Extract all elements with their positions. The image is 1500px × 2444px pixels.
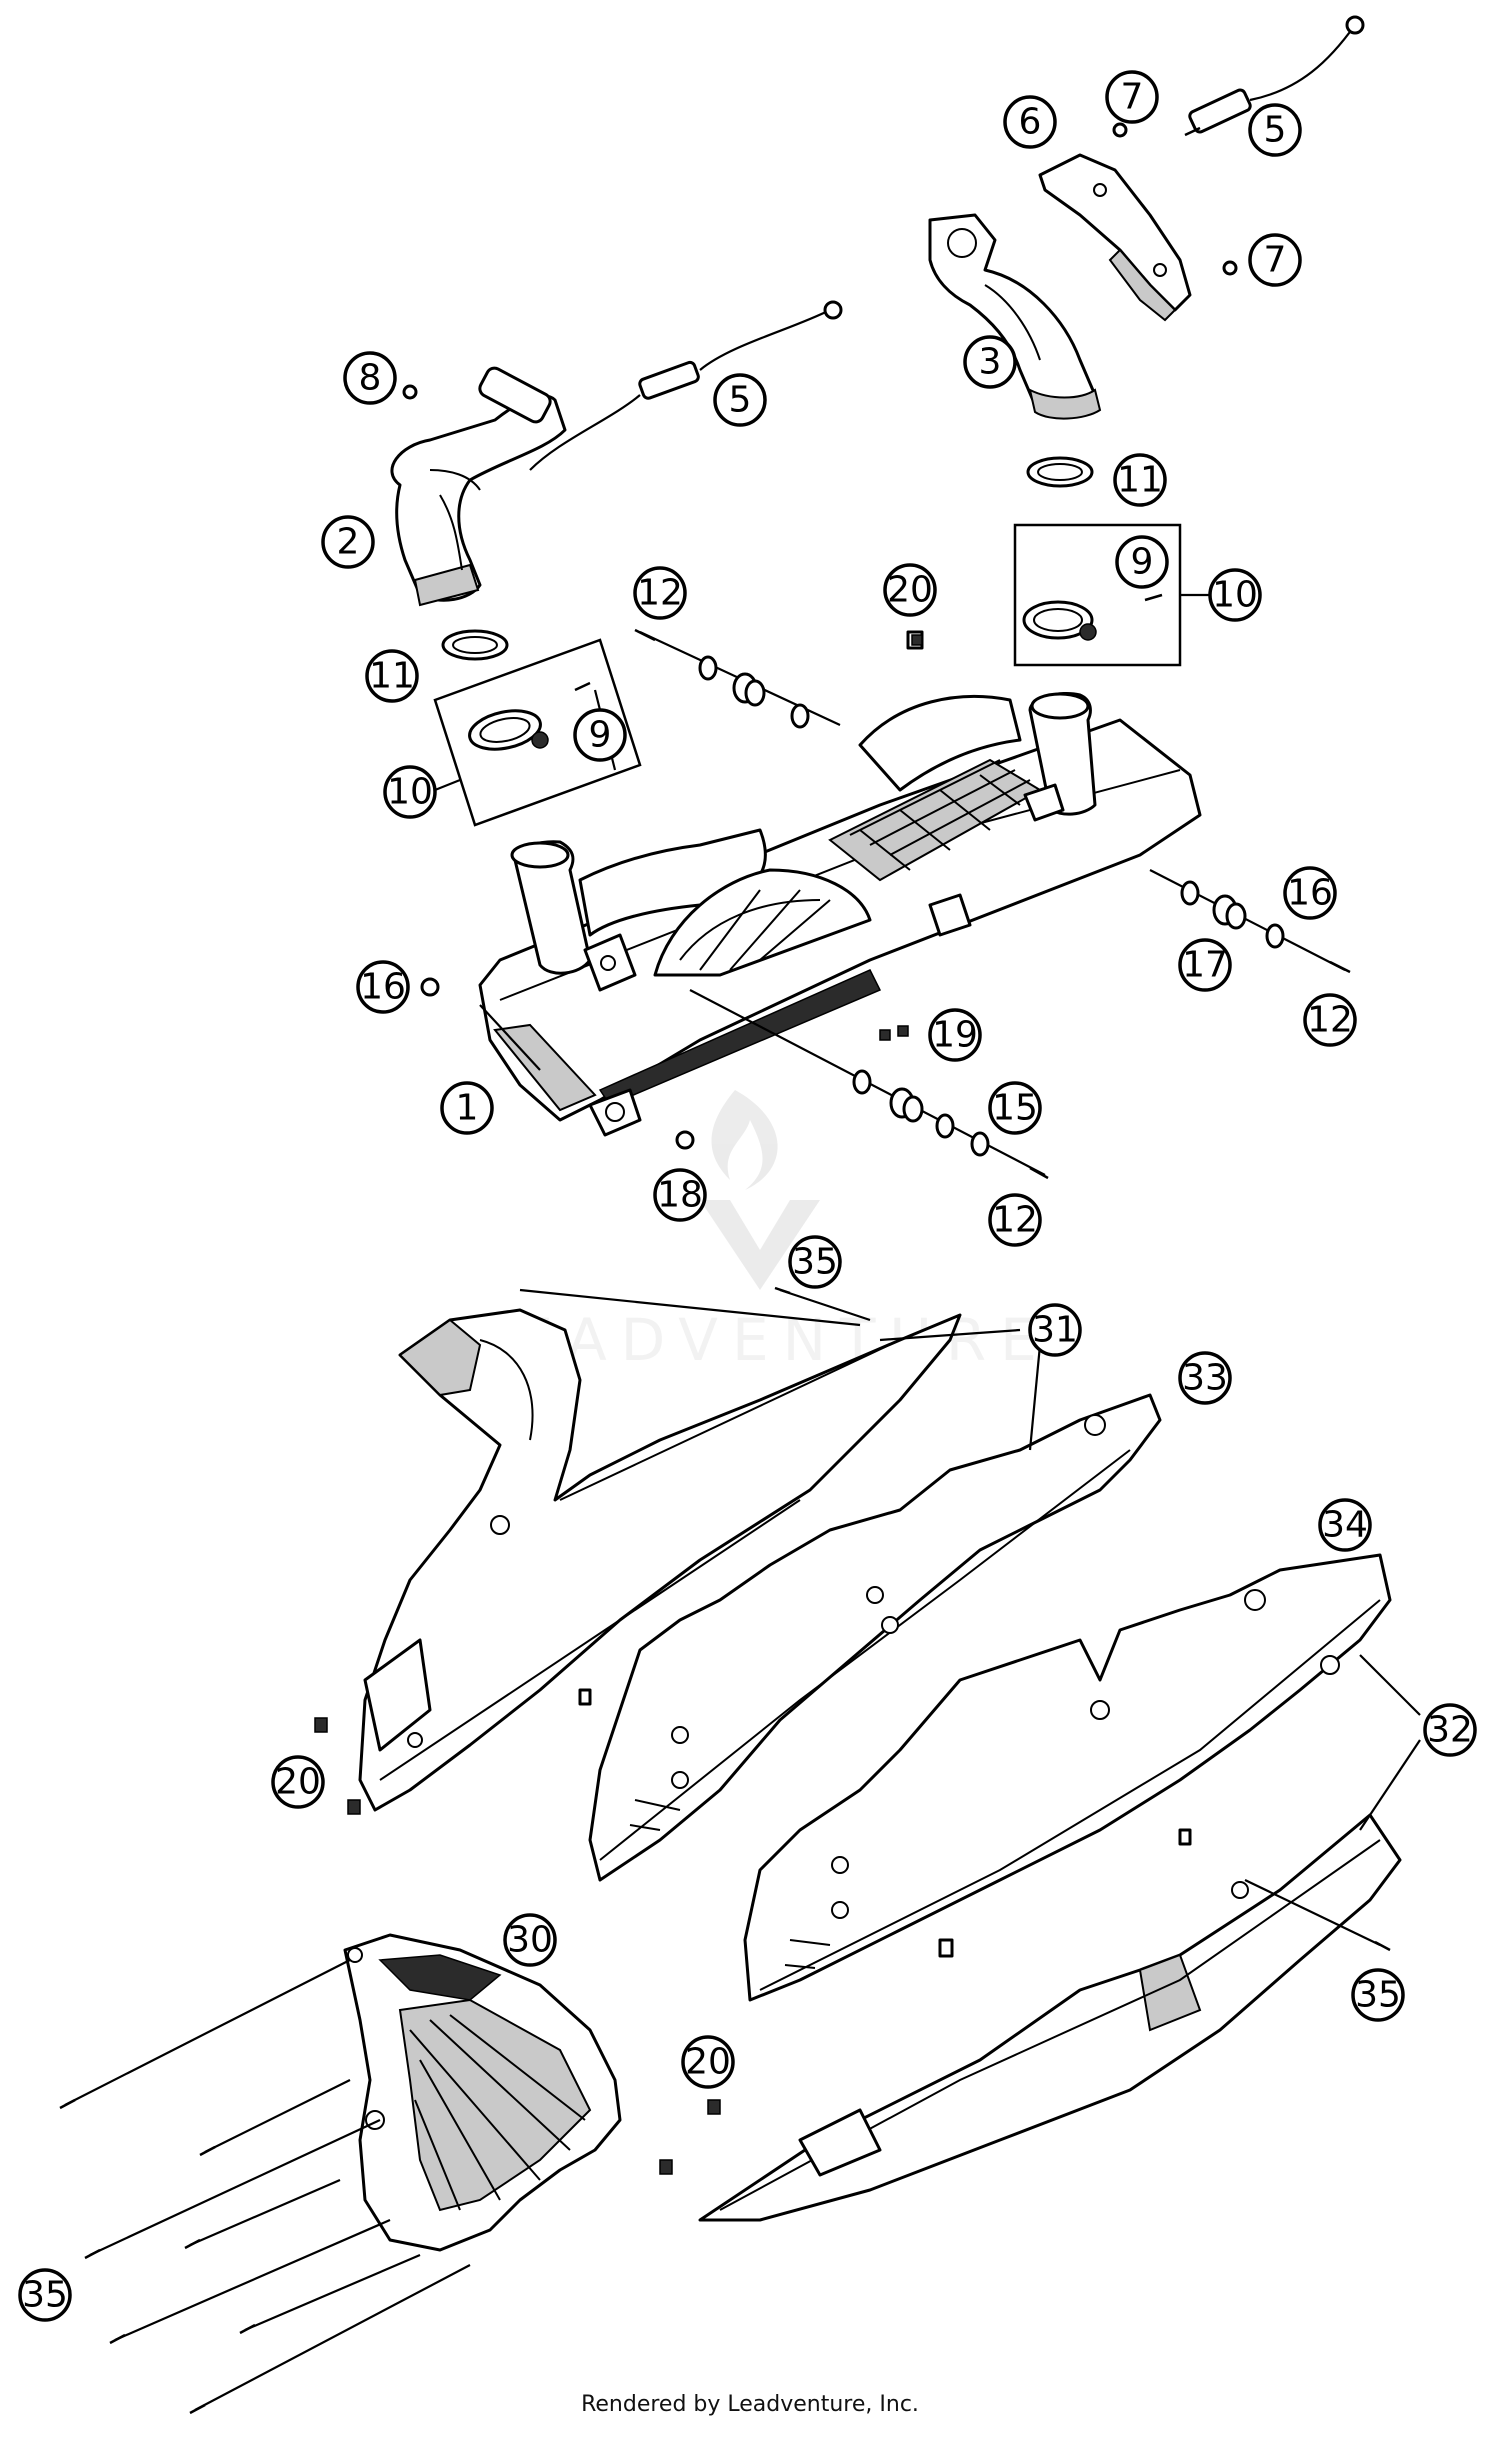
svg-text:18: 18 <box>657 1175 703 1216</box>
callout-33: 33 <box>1178 1351 1232 1405</box>
svg-text:5: 5 <box>1264 110 1287 151</box>
svg-text:11: 11 <box>369 656 415 697</box>
svg-text:9: 9 <box>1131 542 1154 583</box>
cover-screws-35 <box>59 1286 871 2415</box>
svg-text:3: 3 <box>979 342 1002 383</box>
svg-text:20: 20 <box>275 1762 321 1803</box>
svg-text:20: 20 <box>685 2042 731 2083</box>
heat-shield-31 <box>358 1308 962 1812</box>
callout-20-bottom: 20 <box>681 2035 735 2089</box>
clamp-kit-10-right <box>1013 523 1210 667</box>
callout-11-right: 11 <box>1113 453 1167 507</box>
callout-10-right: 10 <box>1208 568 1262 622</box>
gasket-11-left <box>441 629 509 661</box>
svg-text:16: 16 <box>1287 873 1333 914</box>
muffler-grille-center <box>653 868 872 977</box>
callouts: 1 2 3 5 5 6 7 7 8 9 9 10 10 11 11 12 12 … <box>18 70 1477 2322</box>
svg-text:12: 12 <box>637 573 683 614</box>
callout-9-right: 9 <box>1115 535 1169 589</box>
svg-text:20: 20 <box>887 570 933 611</box>
callout-2: 2 <box>321 515 375 569</box>
callout-32: 32 <box>1423 1703 1477 1757</box>
small-fasteners <box>402 122 1238 1150</box>
callout-19: 19 <box>928 1008 982 1062</box>
callout-5-left: 5 <box>713 373 767 427</box>
muffler-1 <box>478 692 1202 1137</box>
oxygen-sensor-5-top <box>1184 15 1365 137</box>
svg-text:17: 17 <box>1182 945 1228 986</box>
callout-1: 1 <box>440 1081 494 1135</box>
svg-text:35: 35 <box>1355 1975 1401 2016</box>
clips-20 <box>314 634 923 2175</box>
callout-20-left: 20 <box>271 1755 325 1809</box>
svg-text:12: 12 <box>992 1200 1038 1241</box>
svg-text:10: 10 <box>1212 575 1258 616</box>
exhaust-pipe-2 <box>390 366 567 607</box>
svg-text:31: 31 <box>1032 1310 1078 1351</box>
heat-shield-6 <box>1038 153 1192 322</box>
callout-35-right: 35 <box>1351 1968 1405 2022</box>
callout-18: 18 <box>653 1168 707 1222</box>
svg-text:33: 33 <box>1182 1358 1228 1399</box>
lower-guard-32 <box>698 1813 1402 2222</box>
callout-35-top: 35 <box>788 1235 842 1289</box>
svg-text:11: 11 <box>1117 460 1163 501</box>
svg-text:32: 32 <box>1427 1710 1473 1751</box>
callout-35-left: 35 <box>18 2268 72 2322</box>
svg-text:9: 9 <box>589 715 612 756</box>
callout-6: 6 <box>1003 95 1057 149</box>
svg-text:7: 7 <box>1121 77 1144 118</box>
callout-34: 34 <box>1318 1498 1372 1552</box>
svg-text:2: 2 <box>337 522 360 563</box>
svg-text:1: 1 <box>456 1088 479 1129</box>
svg-text:16: 16 <box>360 967 406 1008</box>
callout-leaders <box>479 689 1421 1831</box>
callout-16-left: 16 <box>356 960 410 1014</box>
svg-text:35: 35 <box>792 1242 838 1283</box>
svg-text:30: 30 <box>507 1920 553 1961</box>
gasket-11-right <box>1026 456 1094 488</box>
callout-12-lower: 12 <box>988 1193 1042 1247</box>
callout-7-top: 7 <box>1105 70 1159 124</box>
callout-9-left: 9 <box>573 708 627 762</box>
callout-12-upper: 12 <box>633 566 687 620</box>
bolt-12-right <box>1149 869 1351 974</box>
svg-text:15: 15 <box>992 1088 1038 1129</box>
bolt-12-upper <box>634 628 841 729</box>
svg-text:6: 6 <box>1019 102 1042 143</box>
callout-10-left: 10 <box>383 765 437 819</box>
callout-31: 31 <box>1028 1303 1082 1357</box>
callout-5-top: 5 <box>1248 103 1302 157</box>
callout-16-right: 16 <box>1283 866 1337 920</box>
callout-12-right: 12 <box>1303 993 1357 1047</box>
svg-text:19: 19 <box>932 1015 978 1056</box>
cover-30 <box>343 1933 622 2252</box>
callout-11-left: 11 <box>365 649 419 703</box>
callout-15: 15 <box>988 1081 1042 1135</box>
footer-credit: Rendered by Leadventure, Inc. <box>581 2392 919 2417</box>
callout-8: 8 <box>343 351 397 405</box>
clamp-kit-10-left <box>433 638 642 827</box>
svg-text:5: 5 <box>729 380 752 421</box>
callout-3: 3 <box>963 335 1017 389</box>
svg-text:7: 7 <box>1264 240 1287 281</box>
svg-text:10: 10 <box>387 772 433 813</box>
heat-shield-33 <box>588 1393 1162 1882</box>
callout-30: 30 <box>503 1913 557 1967</box>
heat-shield-34 <box>743 1553 1392 2002</box>
bolt-12-lower <box>689 989 1049 1180</box>
svg-text:12: 12 <box>1307 1000 1353 1041</box>
callout-17: 17 <box>1178 938 1232 992</box>
svg-text:8: 8 <box>359 358 382 399</box>
exhaust-pipe-3 <box>928 213 1102 420</box>
svg-text:34: 34 <box>1322 1505 1368 1546</box>
svg-text:35: 35 <box>22 2275 68 2316</box>
callout-20-top: 20 <box>883 563 937 617</box>
oxygen-sensor-5-left <box>529 300 843 471</box>
callout-7-right: 7 <box>1248 233 1302 287</box>
